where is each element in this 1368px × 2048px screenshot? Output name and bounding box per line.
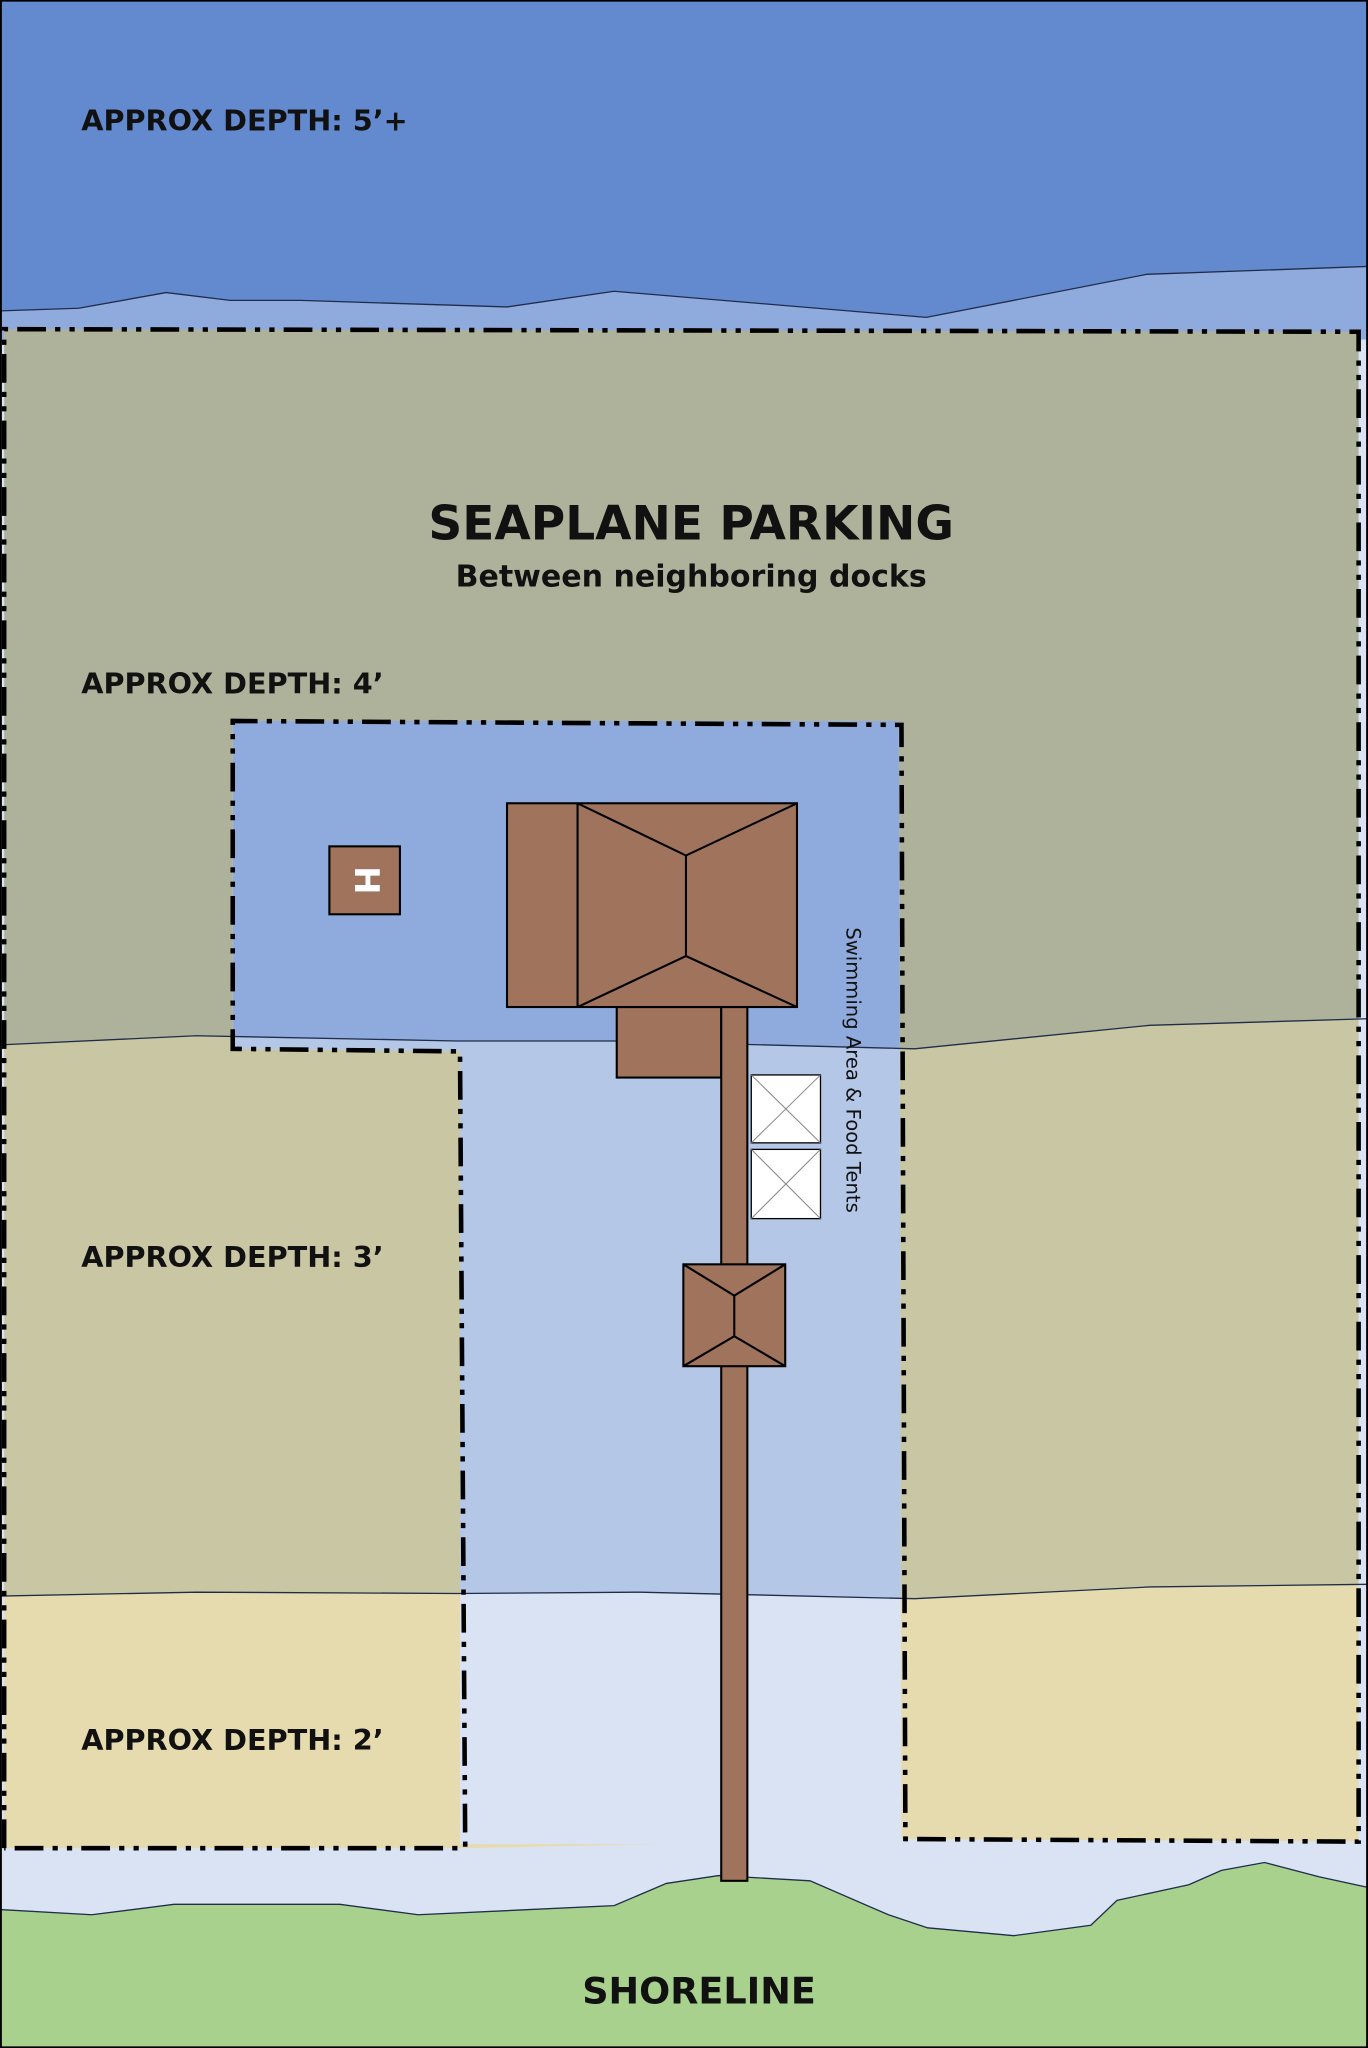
shoreline-label: SHORELINE [582, 1970, 816, 2013]
seaplane-subtitle: Between neighboring docks [456, 559, 927, 594]
dock-hut [682, 1263, 787, 1368]
depth-label-3ft: APPROX DEPTH: 3’ [81, 1240, 383, 1274]
depth-label-2ft: APPROX DEPTH: 2’ [81, 1723, 383, 1757]
seaplane-title: SEAPLANE PARKING [428, 496, 954, 551]
helipad-label: H [346, 866, 386, 894]
shoreline-zone [0, 1861, 1368, 2048]
depth-edge-3-2 [0, 1583, 1368, 1600]
food-tent [750, 1074, 822, 1144]
helipad: H [328, 845, 401, 916]
deep-water-zone [0, 0, 1368, 318]
seaplane-boundary [1, 326, 1361, 1851]
swimming-area-label: Swimming Area & Food Tents [842, 927, 865, 1212]
depth-edge-4-3 [0, 1018, 1368, 1050]
depth-label-5ft: APPROX DEPTH: 5’+ [81, 104, 408, 138]
depth-label-4ft: APPROX DEPTH: 4’ [81, 667, 383, 701]
main-dock-building [505, 802, 799, 1882]
food-tent [750, 1148, 822, 1220]
deep-water-edge [0, 265, 1368, 319]
